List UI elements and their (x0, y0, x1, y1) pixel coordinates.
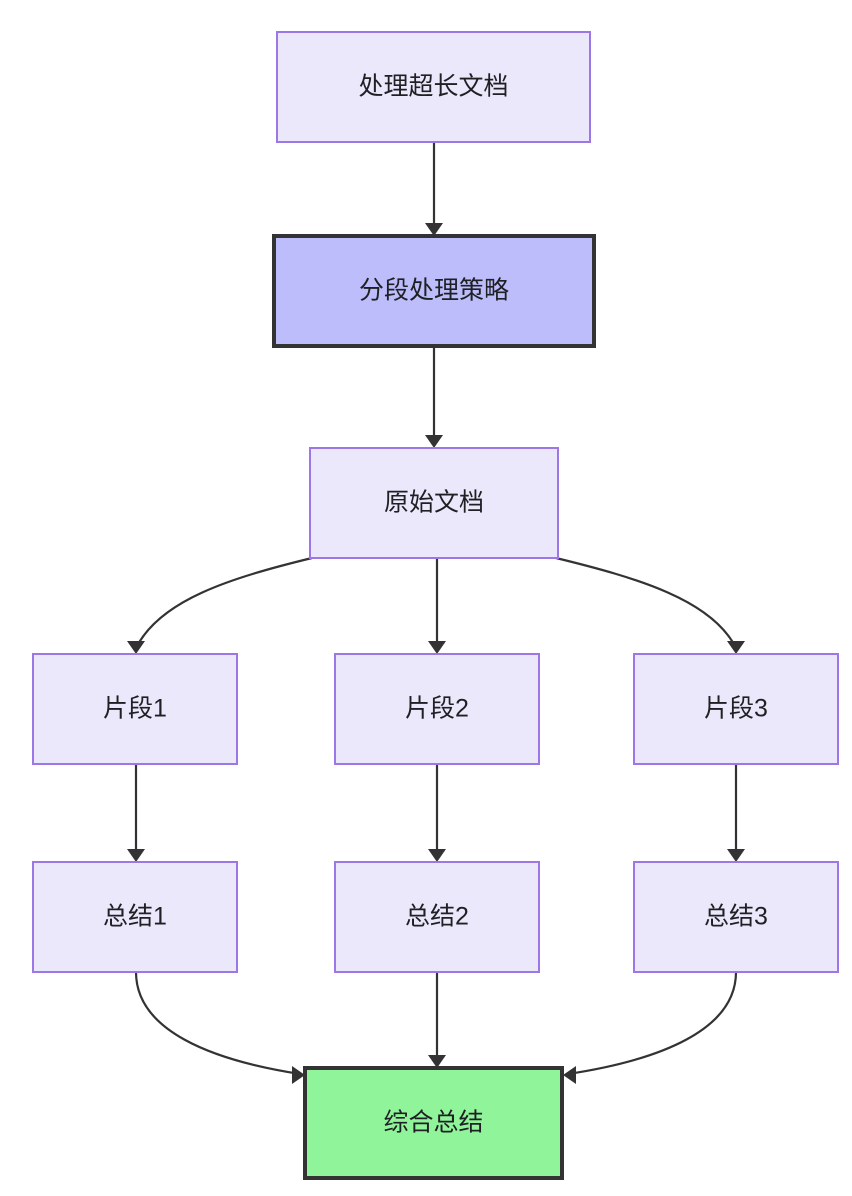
edge-line (134, 971, 301, 1076)
node-label: 原始文档 (384, 489, 484, 517)
node-strategy[interactable]: 分段处理策略 (272, 234, 596, 348)
node-label: 综合总结 (383, 1109, 483, 1137)
node-box[interactable] (276, 31, 591, 143)
edge-summary1-to-final (134, 971, 305, 1084)
node-chunk2[interactable]: 片段2 (334, 653, 540, 765)
node-source[interactable]: 原始文档 (309, 447, 559, 559)
edge-source-to-chunk2 (428, 558, 446, 654)
node-box[interactable] (334, 653, 540, 765)
arrowhead-icon (292, 1066, 305, 1084)
edge-layer (127, 142, 745, 1084)
edge-line (135, 556, 313, 649)
node-label: 片段2 (405, 695, 469, 723)
edge-chunk1-to-summary1 (127, 764, 145, 862)
arrowhead-icon (563, 1066, 576, 1084)
arrowhead-icon (428, 849, 446, 862)
node-box[interactable] (633, 653, 839, 765)
node-summary2[interactable]: 总结2 (334, 861, 540, 973)
edge-summary2-to-final (428, 972, 446, 1068)
node-box[interactable] (334, 861, 540, 973)
node-box[interactable] (303, 1066, 564, 1180)
node-box[interactable] (633, 861, 839, 973)
node-chunk3[interactable]: 片段3 (633, 653, 839, 765)
node-box[interactable] (32, 861, 238, 973)
node-chunk1[interactable]: 片段1 (32, 653, 238, 765)
node-box[interactable] (272, 234, 596, 348)
arrowhead-icon (127, 641, 145, 654)
edge-strategy-to-source (425, 348, 443, 448)
edge-source-to-chunk3 (555, 556, 745, 654)
edge-line (555, 556, 737, 649)
node-doc[interactable]: 处理超长文档 (276, 31, 591, 143)
arrowhead-icon (425, 435, 443, 448)
node-label: 片段3 (704, 695, 768, 723)
edge-chunk2-to-summary2 (428, 764, 446, 862)
node-final[interactable]: 综合总结 (303, 1066, 564, 1180)
node-label: 分段处理策略 (359, 277, 509, 305)
arrowhead-icon (727, 641, 745, 654)
node-label: 总结2 (405, 903, 469, 931)
arrowhead-icon (428, 641, 446, 654)
edge-chunk3-to-summary3 (727, 764, 745, 862)
edge-doc-to-strategy (425, 142, 443, 236)
arrowhead-icon (727, 849, 745, 862)
arrowhead-icon (428, 1055, 446, 1068)
node-box[interactable] (32, 653, 238, 765)
node-summary3[interactable]: 总结3 (633, 861, 839, 973)
edge-line (567, 971, 738, 1076)
edge-summary3-to-final (563, 971, 738, 1084)
edge-source-to-chunk1 (127, 556, 313, 654)
node-label: 总结1 (103, 903, 167, 931)
node-label: 总结3 (704, 903, 768, 931)
node-label: 处理超长文档 (358, 73, 508, 101)
node-box[interactable] (309, 447, 559, 559)
arrowhead-icon (127, 849, 145, 862)
arrowhead-icon (425, 223, 443, 236)
node-summary1[interactable]: 总结1 (32, 861, 238, 973)
node-label: 片段1 (103, 695, 167, 723)
